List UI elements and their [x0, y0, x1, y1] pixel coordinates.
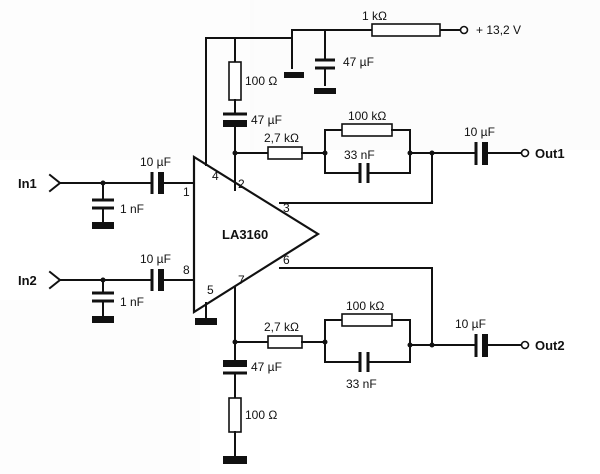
- label-in2: In2: [18, 273, 37, 288]
- ground-supply: [314, 88, 336, 94]
- supply-rail: [234, 23, 469, 94]
- ground-pin5: [195, 318, 217, 325]
- out1-terminal: [520, 148, 530, 158]
- supply-terminal: [459, 25, 469, 35]
- label-in1: In1: [18, 176, 37, 191]
- ground-in1: [92, 222, 114, 229]
- pin-4: 4: [212, 169, 219, 183]
- ground-top-mid: [284, 72, 304, 78]
- input2-section: [48, 269, 195, 323]
- ic-triangle: [192, 155, 321, 314]
- label-ic: LA3160: [222, 227, 268, 242]
- resistor-top-100k: [341, 123, 393, 137]
- ground-bottom: [223, 456, 247, 464]
- resistor-top-100: [228, 61, 242, 101]
- label-supply: + 13,2 V: [476, 23, 521, 37]
- label-c-top-33n: 33 nF: [344, 148, 375, 162]
- resistor-bot-100k: [341, 313, 393, 327]
- bottom-feedback: [232, 267, 530, 372]
- pin-2: 2: [238, 177, 245, 191]
- resistor-bot-100: [228, 397, 242, 433]
- resistor-bot-2k7: [267, 335, 303, 349]
- label-c-in1: 10 µF: [140, 155, 171, 169]
- pin-8: 8: [183, 263, 190, 277]
- pin-7: 7: [238, 273, 245, 287]
- label-c-in1-shunt: 1 nF: [120, 202, 144, 216]
- label-c-bot-47: 47 µF: [251, 360, 282, 374]
- label-r-supply: 1 kΩ: [362, 9, 387, 23]
- label-c-top-47: 47 µF: [251, 113, 282, 127]
- top-feedback: [232, 123, 530, 204]
- label-c-in2: 10 µF: [140, 252, 171, 266]
- label-c-in2-shunt: 1 nF: [120, 295, 144, 309]
- label-r-bot-2k7: 2,7 kΩ: [264, 320, 299, 334]
- label-c-out2: 10 µF: [455, 317, 486, 331]
- pin-1: 1: [183, 185, 190, 199]
- pin-5: 5: [207, 283, 214, 297]
- label-r-top-2k7: 2,7 kΩ: [264, 131, 299, 145]
- pin-3: 3: [283, 201, 290, 215]
- resistor-supply: [371, 23, 441, 37]
- label-c-out1: 10 µF: [464, 125, 495, 139]
- pin-6: 6: [283, 253, 290, 267]
- label-r-bot-100: 100 Ω: [245, 408, 277, 422]
- ground-in2: [92, 316, 114, 323]
- label-out2: Out2: [535, 338, 565, 353]
- out2-terminal: [520, 340, 530, 350]
- label-r-bot-100k: 100 kΩ: [346, 299, 384, 313]
- input1-section: [48, 172, 195, 229]
- label-r-top-100: 100 Ω: [245, 74, 277, 88]
- capacitor-bot-47: [223, 360, 247, 367]
- label-c-bot-33n: 33 nF: [346, 377, 377, 391]
- label-r-top-100k: 100 kΩ: [348, 109, 386, 123]
- resistor-top-2k7: [267, 146, 303, 160]
- label-c-supply: 47 µF: [343, 55, 374, 69]
- label-out1: Out1: [535, 146, 565, 161]
